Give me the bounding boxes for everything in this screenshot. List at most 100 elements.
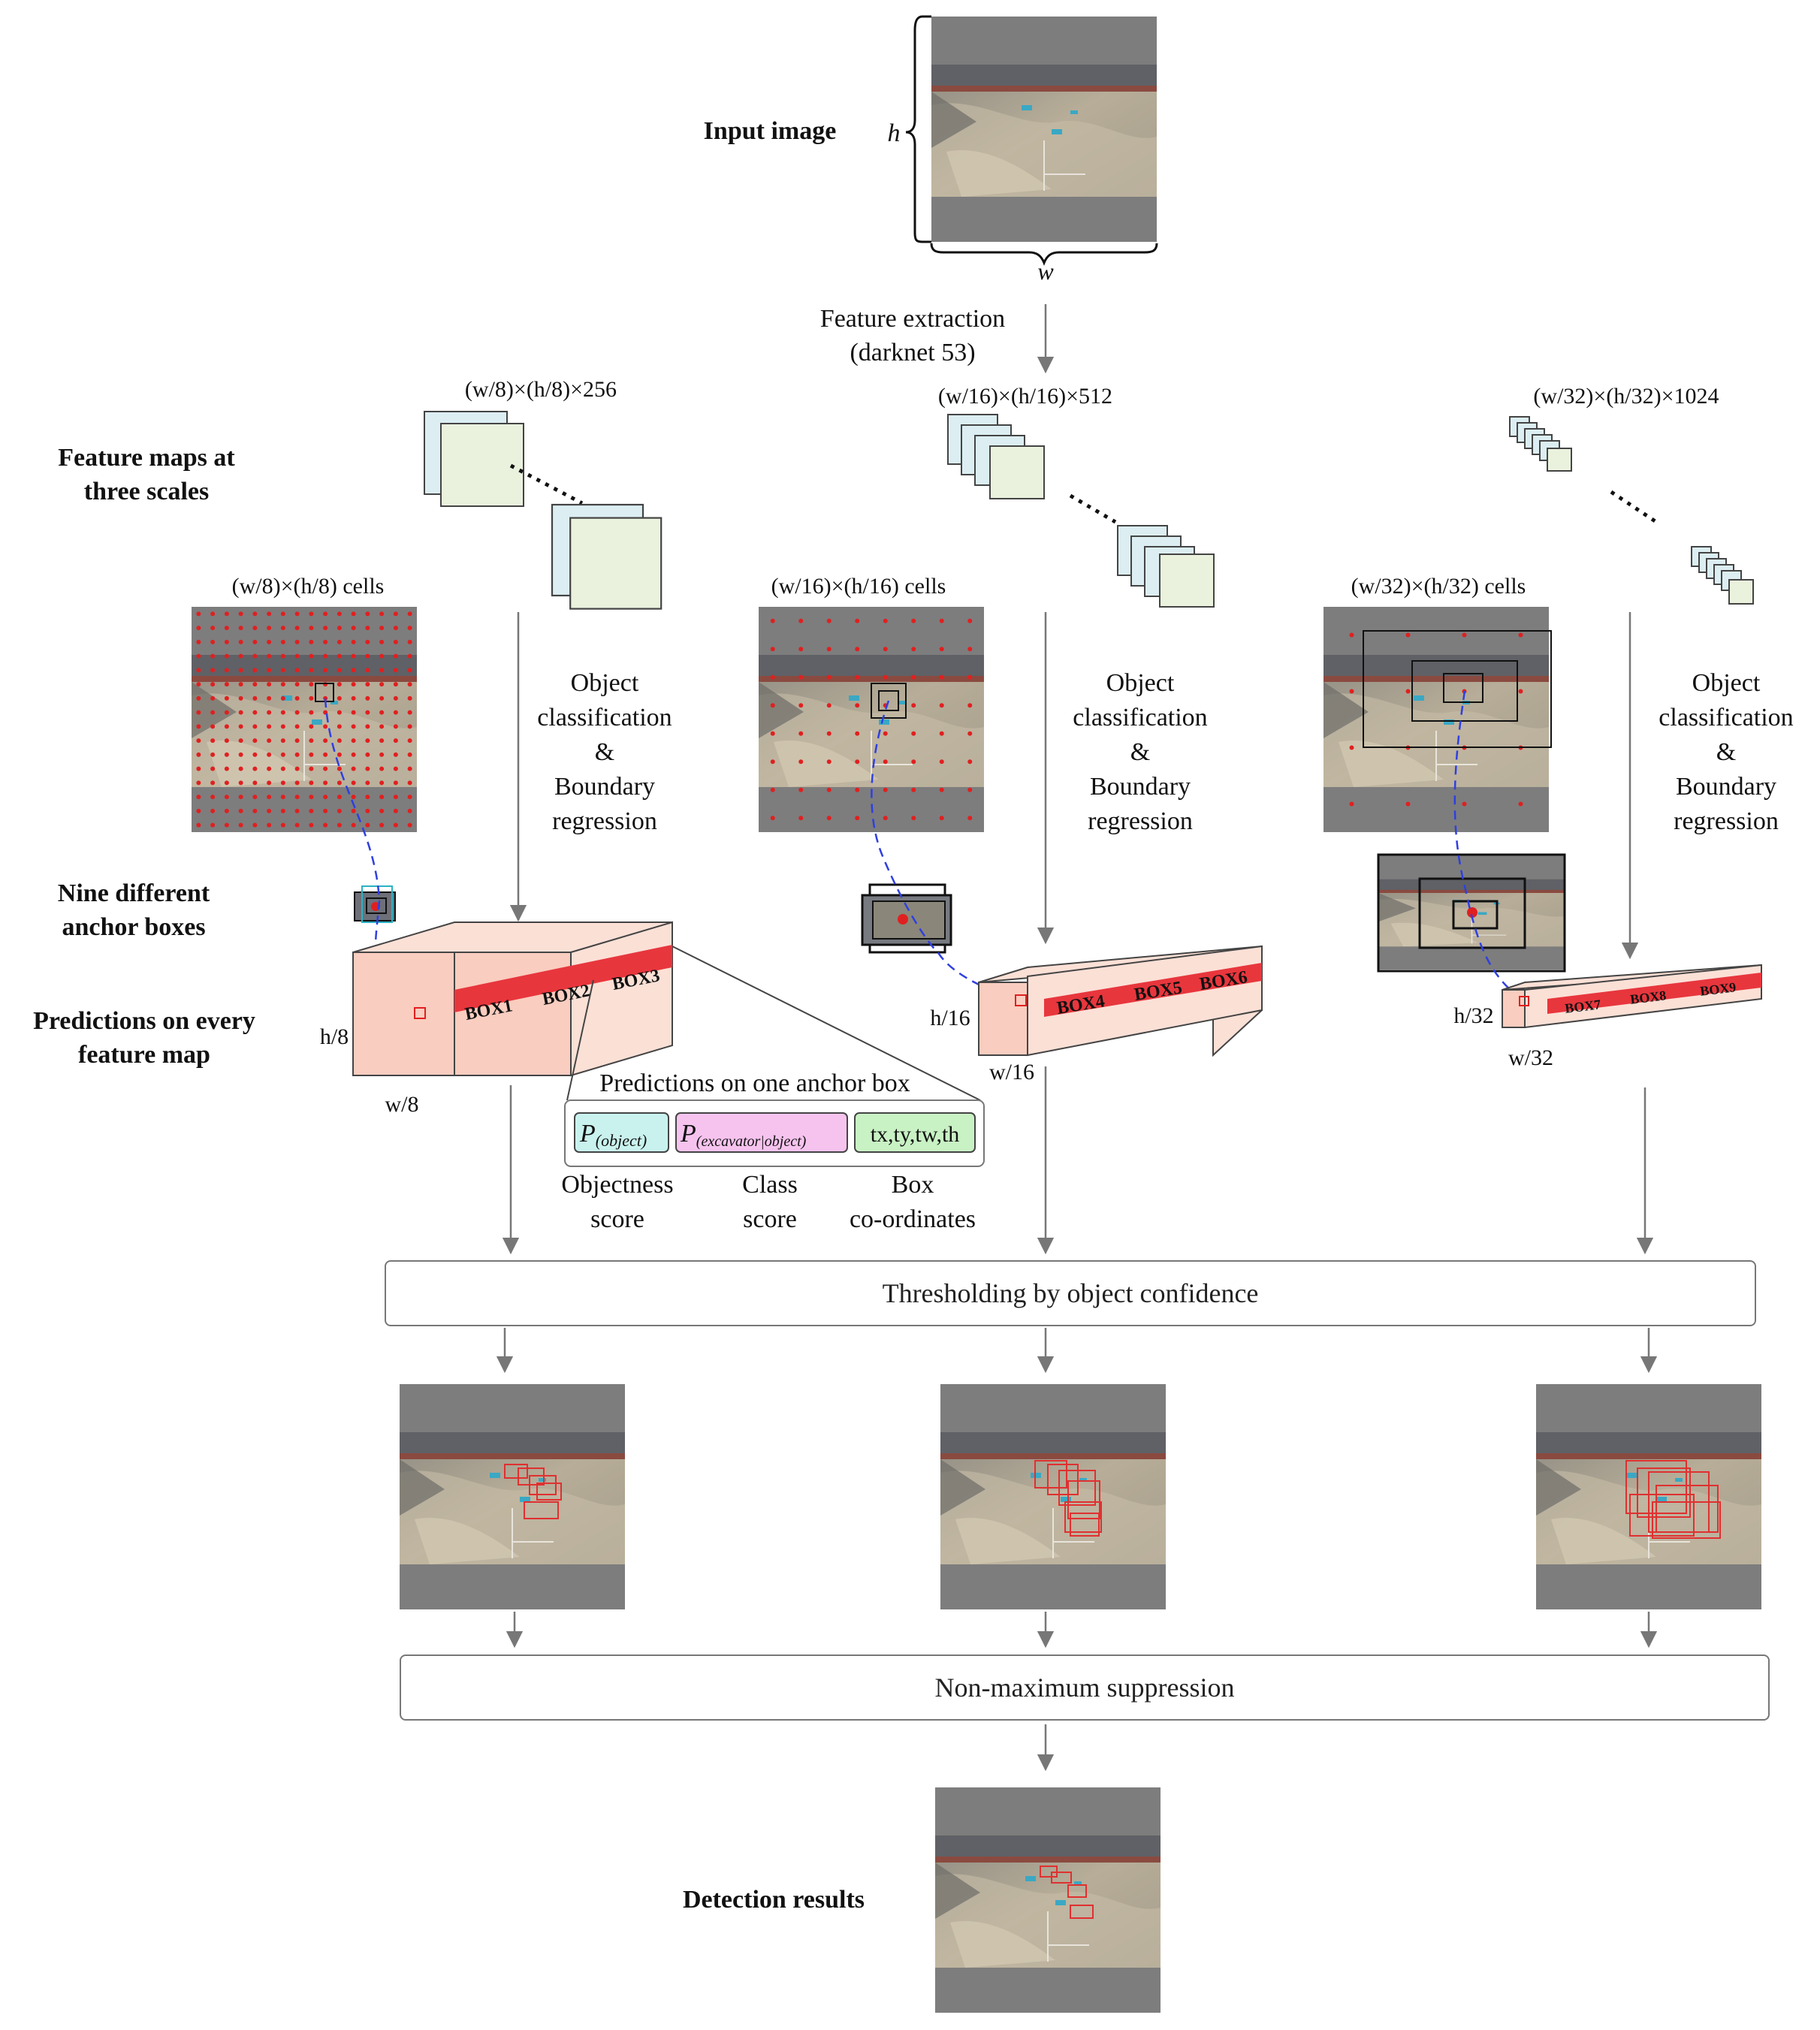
grid-dot: [826, 674, 832, 680]
grid-dot: [294, 780, 300, 786]
grid-dot: [379, 695, 385, 701]
grid-dot: [323, 611, 328, 617]
grid-dot: [337, 780, 342, 786]
detection-results-label: Detection results: [683, 1886, 865, 1914]
grid-dot: [210, 668, 216, 673]
grid-dot: [393, 710, 398, 715]
grid-dot: [967, 618, 973, 623]
scale-1-grid-dots: [196, 611, 412, 828]
grid-dot: [337, 738, 342, 744]
grid-dot: [393, 724, 398, 729]
grid-dot: [379, 808, 385, 813]
grid-dot: [365, 668, 370, 673]
grid-dot: [238, 738, 243, 744]
grid-dot: [967, 703, 973, 708]
grid-dot: [365, 808, 370, 813]
grid-dot: [309, 639, 314, 644]
grid-dot: [379, 639, 385, 644]
grid-dot: [393, 808, 398, 813]
grid-dot: [393, 766, 398, 771]
thresholding-step: Thresholding by object confidence: [385, 1260, 1756, 1326]
scale-2-dims: (w/16)×(h/16)×512: [938, 384, 1112, 409]
grid-dot: [252, 766, 258, 771]
grid-dot: [365, 611, 370, 617]
grid-dot: [393, 653, 398, 659]
grid-dot: [196, 822, 201, 828]
grid-dot: [967, 731, 973, 736]
grid-dot: [365, 780, 370, 786]
grid-dot: [351, 795, 356, 800]
grid-dot: [883, 759, 888, 765]
grid-dot: [351, 626, 356, 631]
coords-formula: tx,ty,tw,th: [871, 1122, 960, 1147]
grid-dot: [280, 611, 285, 617]
grid-dot: [407, 668, 412, 673]
grid-dot: [196, 766, 201, 771]
grid-dot: [323, 780, 328, 786]
grid-dot: [826, 731, 832, 736]
grid-dot: [280, 626, 285, 631]
grid-dot: [967, 647, 973, 652]
scale-3-head-line4: Boundary: [1676, 773, 1776, 801]
grid-dot: [252, 626, 258, 631]
grid-dot: [280, 738, 285, 744]
h-brace: [905, 15, 931, 243]
grid-dot: [393, 822, 398, 828]
scale-2-dash-link: [871, 700, 1019, 1002]
grid-dot: [238, 780, 243, 786]
grid-dot: [196, 724, 201, 729]
grid-dot: [309, 695, 314, 701]
grid-dot: [770, 618, 775, 623]
grid-dot: [1349, 801, 1354, 807]
grid-dot: [210, 752, 216, 757]
objectness-label-line1: Objectness: [561, 1171, 673, 1199]
grid-dot: [1405, 801, 1411, 807]
grid-dot: [337, 808, 342, 813]
grid-dot: [323, 695, 328, 701]
grid-dot: [337, 752, 342, 757]
scale-1-head-line4: Boundary: [554, 773, 655, 801]
grid-dot: [267, 724, 272, 729]
grid-dot: [407, 780, 412, 786]
grid-dot: [196, 668, 201, 673]
scale-2-grid-dots: [770, 618, 973, 821]
grid-dot: [407, 738, 412, 744]
grid-dot: [855, 787, 860, 792]
grid-dot: [365, 738, 370, 744]
nine-anchor-label-line2: anchor boxes: [62, 913, 205, 941]
class-label-line1: Class: [742, 1171, 798, 1199]
grid-dot: [280, 639, 285, 644]
feature-maps-label-line2: three scales: [84, 478, 209, 505]
grid-dot: [798, 618, 804, 623]
grid-dot: [267, 795, 272, 800]
grid-dot: [224, 795, 229, 800]
threshold-boxes-scale-3: [1625, 1460, 1721, 1539]
grid-dot: [224, 710, 229, 715]
grid-dot: [210, 822, 216, 828]
grid-dot: [224, 766, 229, 771]
grid-dot: [911, 674, 916, 680]
grid-dot: [267, 626, 272, 631]
grid-dot: [365, 682, 370, 687]
grid-dot: [407, 752, 412, 757]
grid-dot: [309, 710, 314, 715]
grid-dot: [826, 647, 832, 652]
grid-dot: [770, 816, 775, 821]
grid-dot: [309, 724, 314, 729]
grid-dot: [407, 710, 412, 715]
grid-dot: [267, 695, 272, 701]
grid-dot: [280, 752, 285, 757]
grid-dot: [210, 653, 216, 659]
grid-dot: [379, 710, 385, 715]
grid-dot: [407, 639, 412, 644]
grid-dot: [351, 710, 356, 715]
grid-dot: [393, 611, 398, 617]
grid-dot: [294, 653, 300, 659]
grid-dot: [294, 626, 300, 631]
grid-dot: [365, 695, 370, 701]
grid-dot: [337, 724, 342, 729]
input-image: [931, 16, 1157, 243]
grid-dot: [252, 695, 258, 701]
feature-maps-label-line1: Feature maps at: [58, 444, 235, 472]
scale-1-nine-anchor-boxes: [354, 885, 396, 923]
